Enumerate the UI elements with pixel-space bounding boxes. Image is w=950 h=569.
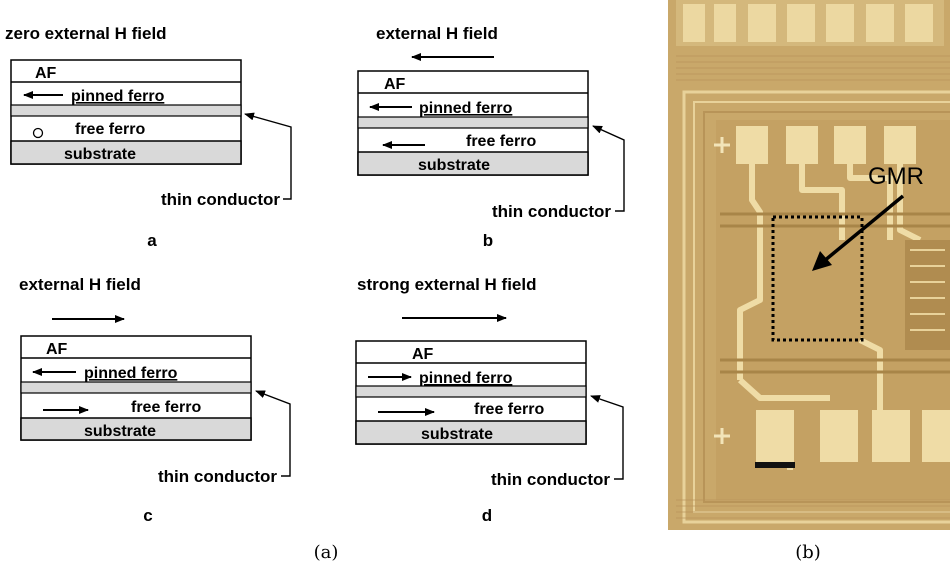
panel-a-pinned-label: pinned ferro bbox=[71, 88, 165, 105]
panel-d-af-label: AF bbox=[412, 346, 434, 363]
panel-a-substrate-label: substrate bbox=[64, 146, 136, 163]
gmr-region-box bbox=[771, 215, 864, 342]
panel-d-substrate-label: substrate bbox=[421, 426, 493, 443]
panel-c-title: external H field bbox=[19, 275, 141, 294]
panel-a-free-circle bbox=[32, 127, 44, 139]
panel-c-substrate bbox=[20, 417, 252, 441]
panel-c-conductor-pointer bbox=[255, 390, 291, 477]
panel-b-conductor-label: thin conductor bbox=[492, 202, 611, 221]
panel-b-letter: b bbox=[483, 231, 493, 250]
chip-photo: GMR bbox=[668, 0, 950, 530]
panel-c-pinned-label: pinned ferro bbox=[84, 365, 178, 382]
panel-b-substrate-label: substrate bbox=[418, 157, 490, 174]
scale-bar bbox=[755, 462, 795, 468]
gmr-arrow bbox=[816, 194, 905, 268]
panel-a-spacer bbox=[10, 104, 242, 117]
panel-a-conductor-label: thin conductor bbox=[161, 190, 280, 209]
panel-d-pinned-label: pinned ferro bbox=[419, 370, 513, 387]
caption-a: (a) bbox=[314, 542, 339, 563]
panel-d-spacer bbox=[355, 385, 587, 398]
panel-b-spacer bbox=[357, 116, 589, 129]
panel-c-letter: c bbox=[143, 506, 152, 525]
panel-a-substrate bbox=[10, 140, 242, 165]
panel-b-substrate bbox=[357, 151, 589, 176]
panel-b-conductor-pointer bbox=[592, 125, 625, 212]
panel-c-conductor-label: thin conductor bbox=[158, 467, 277, 486]
panel-d-substrate bbox=[355, 420, 587, 445]
panel-d-title: strong external H field bbox=[357, 275, 536, 294]
caption-b: (b) bbox=[795, 542, 821, 563]
panel-c: external H field AF pinned ferro free fe… bbox=[19, 275, 291, 525]
panel-d-letter: d bbox=[482, 506, 492, 525]
panel-a-free-label: free ferro bbox=[75, 121, 145, 138]
panel-b-free-label: free ferro bbox=[466, 133, 536, 150]
panel-d-conductor-label: thin conductor bbox=[491, 470, 610, 489]
panel-d-free-label: free ferro bbox=[474, 401, 544, 418]
panel-d: strong external H field AF pinned ferro … bbox=[355, 275, 624, 525]
panel-d-conductor-pointer bbox=[590, 395, 624, 480]
panel-c-af-label: AF bbox=[46, 341, 68, 358]
panel-b-pinned-label: pinned ferro bbox=[419, 100, 513, 117]
panel-a-title: zero external H field bbox=[5, 24, 167, 43]
panel-c-free-label: free ferro bbox=[131, 399, 201, 416]
panel-b-title: external H field bbox=[376, 24, 498, 43]
panel-a-af-label: AF bbox=[35, 65, 57, 82]
panel-a-letter: a bbox=[147, 231, 157, 250]
panel-b: external H field AF pinned ferro free fe… bbox=[357, 24, 625, 250]
panel-a-conductor-pointer bbox=[244, 112, 292, 200]
panel-c-spacer bbox=[20, 381, 252, 394]
panel-c-substrate-label: substrate bbox=[84, 423, 156, 440]
panel-a: zero external H field AF pinned ferro fr… bbox=[5, 24, 292, 250]
panel-b-af-label: AF bbox=[384, 76, 406, 93]
gmr-label: GMR bbox=[868, 163, 924, 190]
